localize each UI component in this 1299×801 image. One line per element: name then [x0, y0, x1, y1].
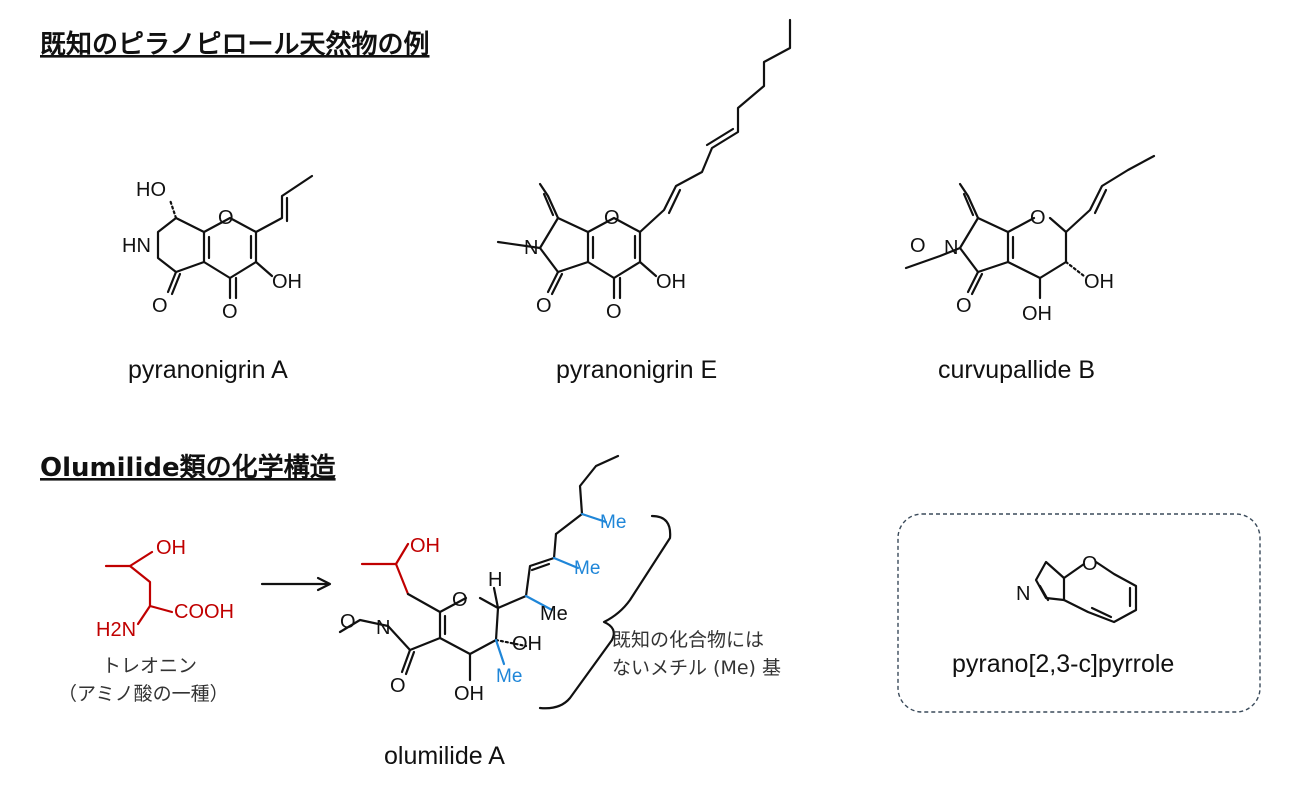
- atom-label-n: N: [1016, 583, 1030, 605]
- atom-label-o: O: [910, 235, 926, 257]
- methyl-label: Me: [496, 666, 522, 687]
- atom-label-h: H: [488, 569, 502, 591]
- methyl-label: Me: [600, 512, 626, 533]
- structure-pyranonigrin-a: [156, 174, 314, 300]
- atom-label-o: O: [340, 611, 356, 633]
- atom-label-o: O: [222, 301, 238, 323]
- compound-name-curvupallide-b: curvupallide B: [938, 356, 1095, 384]
- atom-label-me: Me: [540, 603, 568, 625]
- atom-label-ho: HO: [136, 179, 166, 201]
- atom-label-hn: HN: [122, 235, 151, 257]
- compound-name-pyranonigrin-a: pyranonigrin A: [128, 356, 288, 384]
- atom-label-n: N: [524, 237, 538, 259]
- heading-known-pyranopyrroles: 既知のピラノピロール天然物の例: [40, 29, 429, 60]
- atom-label-o: O: [604, 207, 620, 229]
- atom-label-o: O: [606, 301, 622, 323]
- atom-label-o: O: [1030, 207, 1046, 229]
- atom-label-oh: OH: [156, 537, 186, 559]
- compound-name-pyranonigrin-e: pyranonigrin E: [556, 356, 717, 384]
- methyl-bracket: [538, 514, 672, 710]
- annotation-methyl-note: 既知の化合物には: [612, 629, 764, 651]
- structure-pyranopyrrole: [1034, 560, 1138, 624]
- atom-label-n: N: [944, 237, 958, 259]
- threonine-description: （アミノ酸の一種）: [58, 683, 229, 705]
- atom-label-oh: OH: [454, 683, 484, 705]
- structure-threonine: [104, 550, 174, 626]
- heading-olumilide-structures: Olumilide類の化学構造: [40, 452, 336, 483]
- reaction-arrow: [260, 576, 332, 592]
- compound-name-olumilide-a: olumilide A: [384, 742, 505, 770]
- atom-label-o: O: [152, 295, 168, 317]
- atom-label-o: O: [536, 295, 552, 317]
- atom-label-oh: OH: [512, 633, 542, 655]
- atom-label-oh: OH: [272, 271, 302, 293]
- threonine-label: トレオニン: [102, 655, 197, 677]
- atom-label-oh: OH: [1084, 271, 1114, 293]
- atom-label-o: O: [452, 589, 468, 611]
- compound-name-pyranopyrrole: pyrano[2,3-c]pyrrole: [952, 650, 1174, 678]
- methyl-label: Me: [574, 558, 600, 579]
- structure-curvupallide-b: [904, 154, 1156, 300]
- annotation-methyl-note: ないメチル (Me) 基: [612, 657, 781, 679]
- core-structure-frame: [897, 513, 1261, 713]
- atom-label-oh: OH: [656, 271, 686, 293]
- atom-label-oh: OH: [410, 535, 440, 557]
- atom-label-o: O: [390, 675, 406, 697]
- atom-label-n: N: [376, 617, 390, 639]
- structure-pyranonigrin-e: [496, 18, 792, 300]
- atom-label-cooh: COOH: [174, 601, 234, 623]
- atom-label-oh: OH: [1022, 303, 1052, 325]
- atom-label-o: O: [1082, 553, 1098, 575]
- atom-label-o: O: [956, 295, 972, 317]
- structure-olumilide-a: [338, 454, 620, 682]
- atom-label-h2n: H2N: [96, 619, 136, 641]
- atom-label-o: O: [218, 207, 234, 229]
